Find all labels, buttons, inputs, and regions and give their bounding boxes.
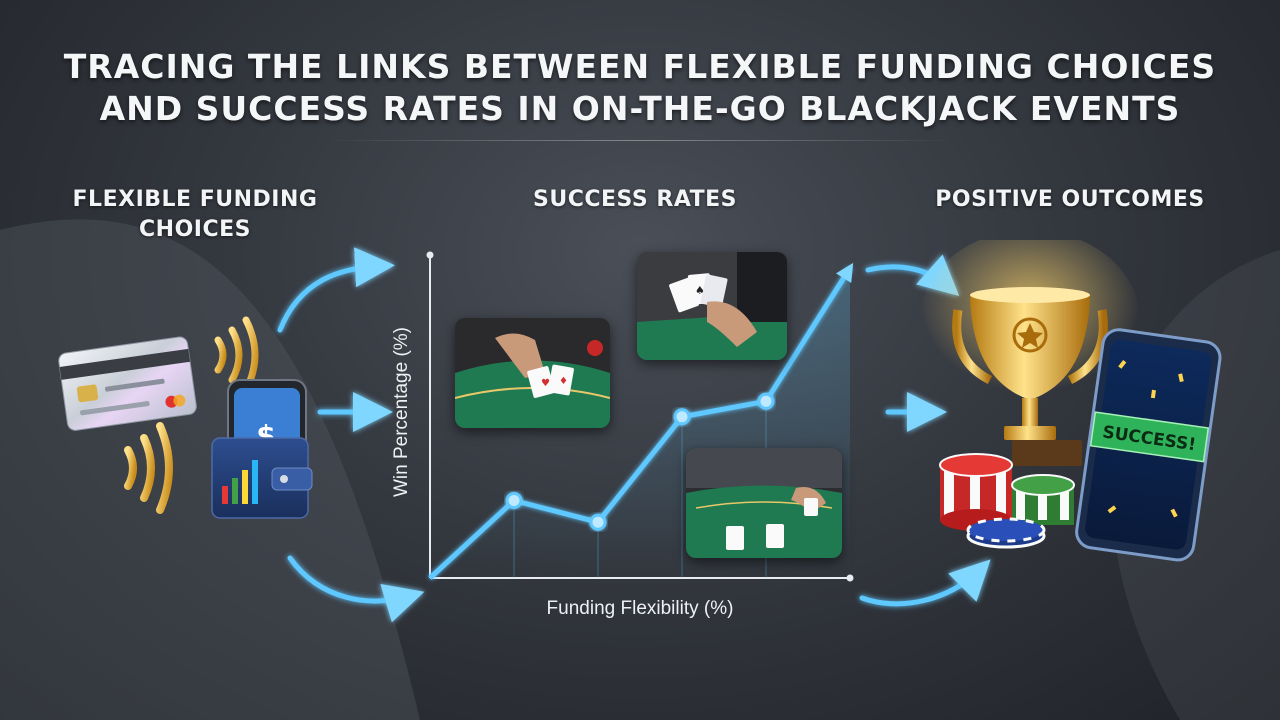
y-axis-end-dot xyxy=(426,251,434,259)
wallet-icon xyxy=(211,437,313,519)
page-title: TRACING THE LINKS BETWEEN FLEXIBLE FUNDI… xyxy=(0,46,1280,130)
section-label-funding-line-2: CHOICES xyxy=(139,217,251,242)
arrow-right-bottom xyxy=(859,559,991,607)
chart-series-line xyxy=(428,262,854,580)
series-line xyxy=(428,266,853,580)
section-label-success-rates: SUCCESS RATES xyxy=(532,187,738,212)
credit-card-icon xyxy=(58,336,197,431)
poker-chips-icon xyxy=(939,453,1075,549)
contactless-icon-lower xyxy=(124,422,173,514)
x-axis-label: Funding Flexibility (%) xyxy=(546,598,734,619)
blackjack-table-photo: ♥ ♦ xyxy=(455,318,610,428)
title-line-2: AND SUCCESS RATES IN ON-THE-GO BLACKJACK… xyxy=(99,89,1181,128)
hand-of-cards-photo: ♠ xyxy=(637,252,787,360)
data-point xyxy=(589,513,607,531)
section-label-funding-line-1: FLEXIBLE FUNDING xyxy=(72,187,318,212)
y-axis-label: Win Percentage (%) xyxy=(391,327,412,498)
data-point xyxy=(505,492,523,509)
title-line-1: TRACING THE LINKS BETWEEN FLEXIBLE FUNDI… xyxy=(63,47,1217,86)
svg-text:♠: ♠ xyxy=(695,284,705,297)
title-divider xyxy=(320,140,960,141)
funding-icons-cluster: $ xyxy=(58,316,313,519)
blackjack-dealer-photo xyxy=(686,448,842,558)
smartphone-success-icon: SUCCESS! xyxy=(1075,328,1222,562)
svg-text:♦: ♦ xyxy=(559,376,568,387)
section-label-outcomes: POSITIVE OUTCOMES xyxy=(935,187,1205,212)
series-arrowhead xyxy=(835,262,854,283)
section-label-funding: FLEXIBLE FUNDING CHOICES xyxy=(50,185,340,245)
data-point xyxy=(757,392,775,410)
svg-text:♥: ♥ xyxy=(541,378,550,389)
arrow-left-top xyxy=(277,247,395,333)
trophy-icon xyxy=(952,287,1108,466)
arrow-left-bottom xyxy=(287,555,425,623)
chart-points xyxy=(505,392,775,531)
outcomes-icons-cluster: SUCCESS! xyxy=(920,240,1222,562)
data-point xyxy=(673,408,691,426)
